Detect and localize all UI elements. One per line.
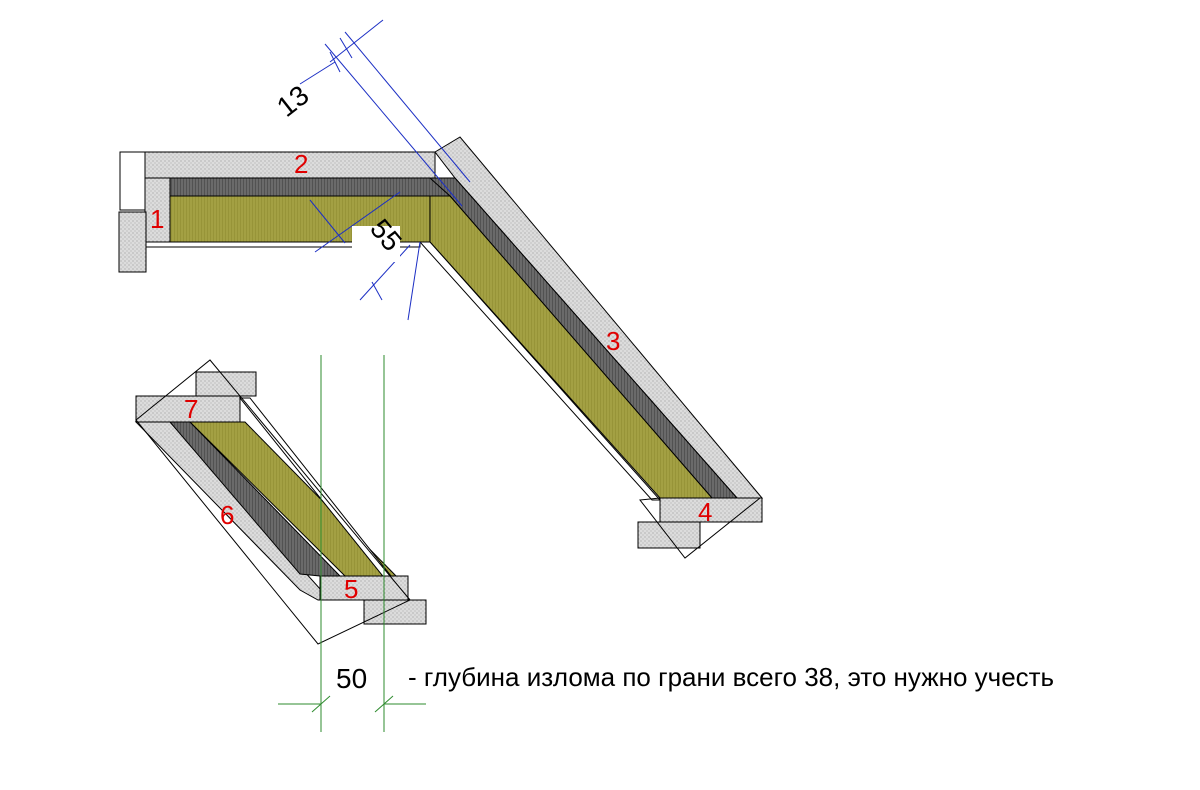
part-1-stone: [144, 177, 171, 243]
diagonal-arm: [418, 136, 764, 559]
part-label-7: 7: [184, 394, 198, 424]
dimension-lines: [299, 19, 471, 321]
lower-assembly: [134, 359, 427, 645]
end-cap: [119, 151, 146, 211]
part-label-5: 5: [344, 574, 358, 604]
part-7-top-block: [195, 371, 257, 397]
part-4-lower-block: [637, 521, 701, 549]
upper-assembly: [118, 151, 451, 273]
diagonal-insulation: [429, 195, 714, 499]
part-7-stone: [135, 395, 241, 423]
dim-55-bg: [352, 226, 400, 262]
part-3-stone: [434, 136, 764, 499]
guide-lines: [278, 355, 426, 732]
upper-dark-layer: [169, 177, 451, 197]
depth-note: - глубина излома по грани всего 38, это …: [408, 662, 1054, 692]
part-5-lower-block: [363, 599, 427, 625]
part-4-outline: [639, 497, 762, 559]
part-2-stone: [144, 151, 436, 179]
dimension-50-label: 50: [336, 663, 367, 694]
part-label-2: 2: [294, 149, 308, 179]
lower-outline: [135, 359, 411, 645]
upper-end-block: [118, 211, 147, 273]
part-label-3: 3: [606, 326, 620, 356]
part-label-1: 1: [150, 204, 164, 234]
part-label-6: 6: [220, 500, 234, 530]
part-5-stone: [319, 575, 409, 601]
dimension-13-label: 13: [271, 79, 315, 123]
part-label-4: 4: [698, 497, 712, 527]
